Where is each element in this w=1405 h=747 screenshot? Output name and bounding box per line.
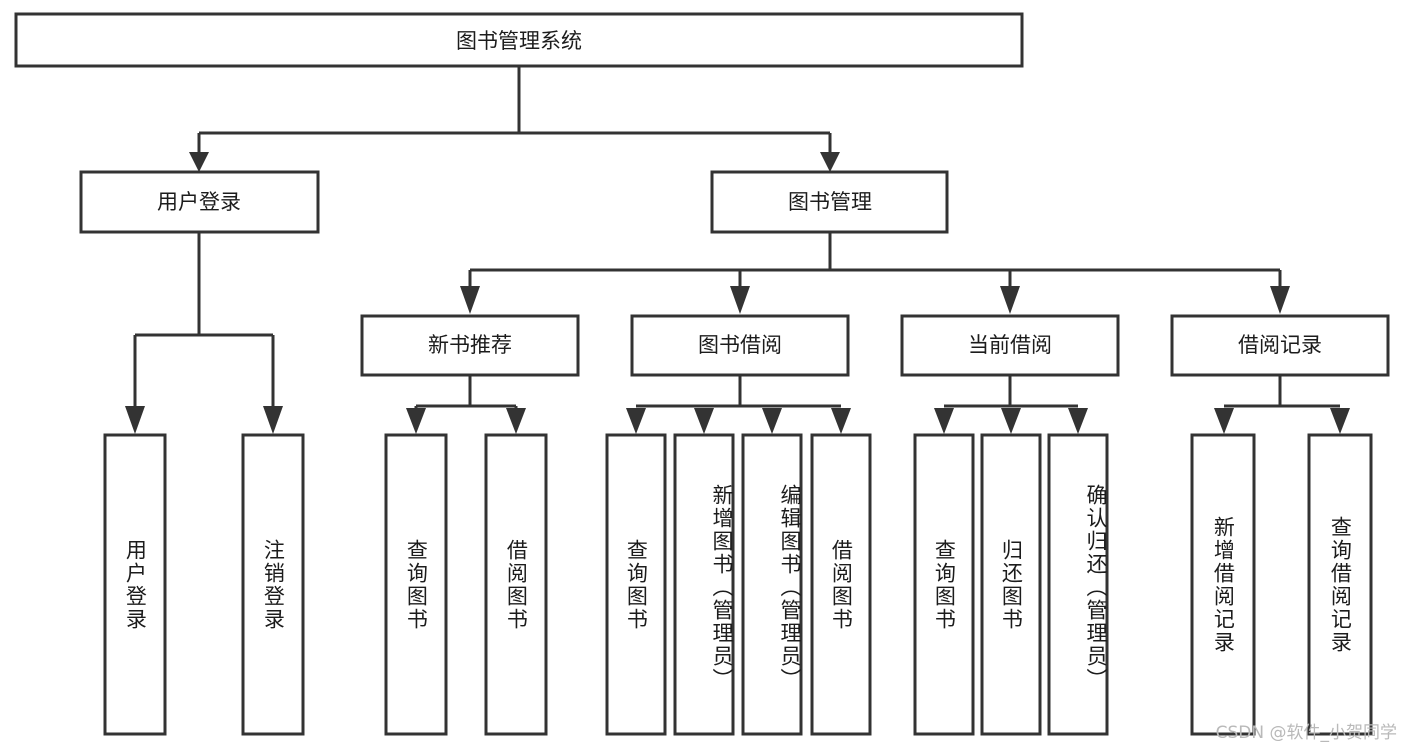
node-new-book-recommend-box[interactable] <box>360 314 580 377</box>
arrow-head-currentborrow-leaf-3 <box>1068 408 1088 434</box>
node-box-group <box>14 12 1390 736</box>
arrow-head-bookmgmt <box>820 152 840 172</box>
arrow-head-bookborrow-leaf-4 <box>831 408 851 434</box>
node-borrow-record-label: 借阅记录 <box>1238 333 1322 357</box>
arrow-head-l3-1 <box>460 286 480 314</box>
arrow-head-userlogin <box>189 152 209 172</box>
node-leaf-user-login-box[interactable] <box>103 433 167 736</box>
arrow-head-userlogin-leaf-1 <box>125 406 145 434</box>
csdn-watermark: CSDN @软件_小贺同学 <box>1215 723 1397 743</box>
node-leaf-query-book-3-box[interactable] <box>913 433 975 736</box>
node-root-box[interactable] <box>14 12 1024 68</box>
arrow-head-l3-2 <box>730 286 750 314</box>
node-leaf-logout-box[interactable] <box>241 433 305 736</box>
node-leaf-query-book-2-box[interactable] <box>605 433 667 736</box>
horizontal-label-group: 图书管理系统 用户登录 图书管理 新书推荐 图书借阅 当前借阅 借阅记录 <box>157 29 1322 357</box>
node-leaf-confirm-return-box[interactable] <box>1047 433 1109 736</box>
node-book-borrow-label: 图书借阅 <box>698 333 782 357</box>
node-current-borrow-label: 当前借阅 <box>968 333 1052 357</box>
arrow-head-currentborrow-leaf-2 <box>1001 408 1021 434</box>
node-leaf-borrow-book-2-box[interactable] <box>810 433 872 736</box>
node-leaf-query-record-box[interactable] <box>1307 433 1373 736</box>
arrow-head-bookborrow-leaf-3 <box>762 408 782 434</box>
node-book-management-box[interactable] <box>710 170 949 234</box>
connector-group <box>125 66 1350 434</box>
arrow-head-borrowrecord-leaf-1 <box>1214 408 1234 434</box>
arrow-head-l3-4 <box>1270 286 1290 314</box>
arrow-head-bookborrow-leaf-1 <box>626 408 646 434</box>
node-current-borrow-box[interactable] <box>900 314 1120 377</box>
arrow-head-userlogin-leaf-2 <box>263 406 283 434</box>
arrow-head-l3-3 <box>1000 286 1020 314</box>
node-book-borrow-box[interactable] <box>630 314 850 377</box>
node-root-label: 图书管理系统 <box>456 29 582 53</box>
arrow-head-currentborrow-leaf-1 <box>934 408 954 434</box>
node-user-login-box[interactable] <box>79 170 320 234</box>
node-leaf-add-record-box[interactable] <box>1190 433 1256 736</box>
node-leaf-borrow-book-1-box[interactable] <box>484 433 548 736</box>
node-borrow-record-box[interactable] <box>1170 314 1390 377</box>
node-leaf-query-book-1-box[interactable] <box>384 433 448 736</box>
node-leaf-return-book-box[interactable] <box>980 433 1042 736</box>
arrow-head-newbook-leaf-1 <box>406 408 426 434</box>
arrow-head-newbook-leaf-2 <box>506 408 526 434</box>
node-new-book-recommend-label: 新书推荐 <box>428 333 512 357</box>
arrow-head-bookborrow-leaf-2 <box>694 408 714 434</box>
node-leaf-add-book-box[interactable] <box>673 433 735 736</box>
arrow-head-borrowrecord-leaf-2 <box>1330 408 1350 434</box>
node-leaf-edit-book-box[interactable] <box>741 433 803 736</box>
node-user-login-label: 用户登录 <box>157 190 241 214</box>
node-book-management-label: 图书管理 <box>788 190 872 214</box>
